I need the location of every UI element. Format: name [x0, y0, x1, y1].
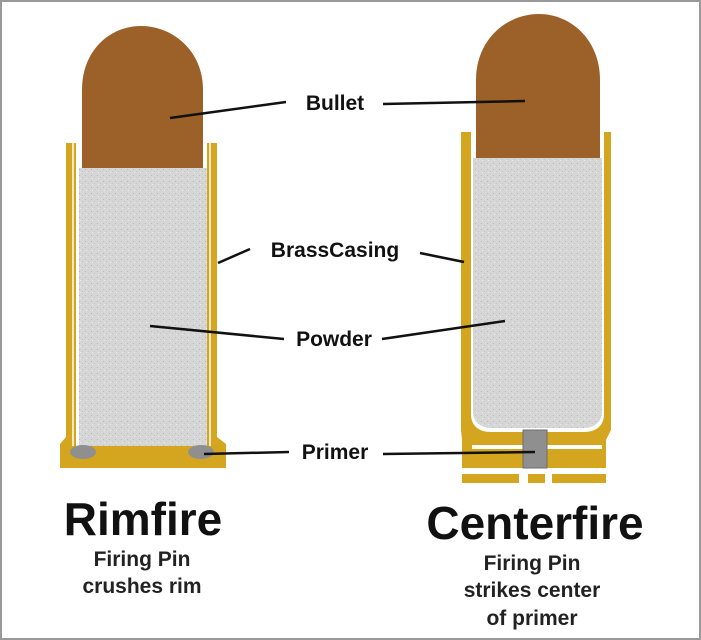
rimfire-primer-left: [70, 445, 96, 459]
centerfire-rim-gap: [462, 468, 606, 474]
rimfire-bullet: [82, 26, 203, 170]
centerfire-rim-center: [528, 474, 545, 483]
rimfire-powder: [79, 168, 209, 450]
rimfire-cartridge: [60, 26, 226, 468]
rimfire-caption-line2: crushes rim: [82, 575, 201, 598]
centerfire-rim-left: [462, 474, 519, 483]
rimfire-title: Rimfire: [64, 493, 222, 545]
leader-lines: [149, 99, 536, 456]
label-bullet: Bullet: [306, 92, 364, 115]
centerfire-powder: [473, 158, 602, 428]
centerfire-title: Centerfire: [426, 497, 643, 549]
label-brass-casing: BrassCasing: [271, 239, 399, 262]
centerfire-caption-line3: of primer: [486, 607, 577, 630]
centerfire-cartridge: [461, 14, 611, 483]
centerfire-rim-right: [552, 474, 606, 483]
rimfire-caption-line1: Firing Pin: [94, 548, 191, 571]
centerfire-caption-line2: strikes center: [464, 579, 601, 602]
centerfire-brass-casing: [461, 132, 611, 468]
rimfire-primer-right: [188, 445, 214, 459]
centerfire-bullet: [476, 14, 600, 160]
centerfire-primer: [523, 430, 547, 468]
label-powder: Powder: [296, 328, 372, 351]
centerfire-caption-line1: Firing Pin: [484, 552, 581, 575]
label-primer: Primer: [302, 441, 369, 464]
